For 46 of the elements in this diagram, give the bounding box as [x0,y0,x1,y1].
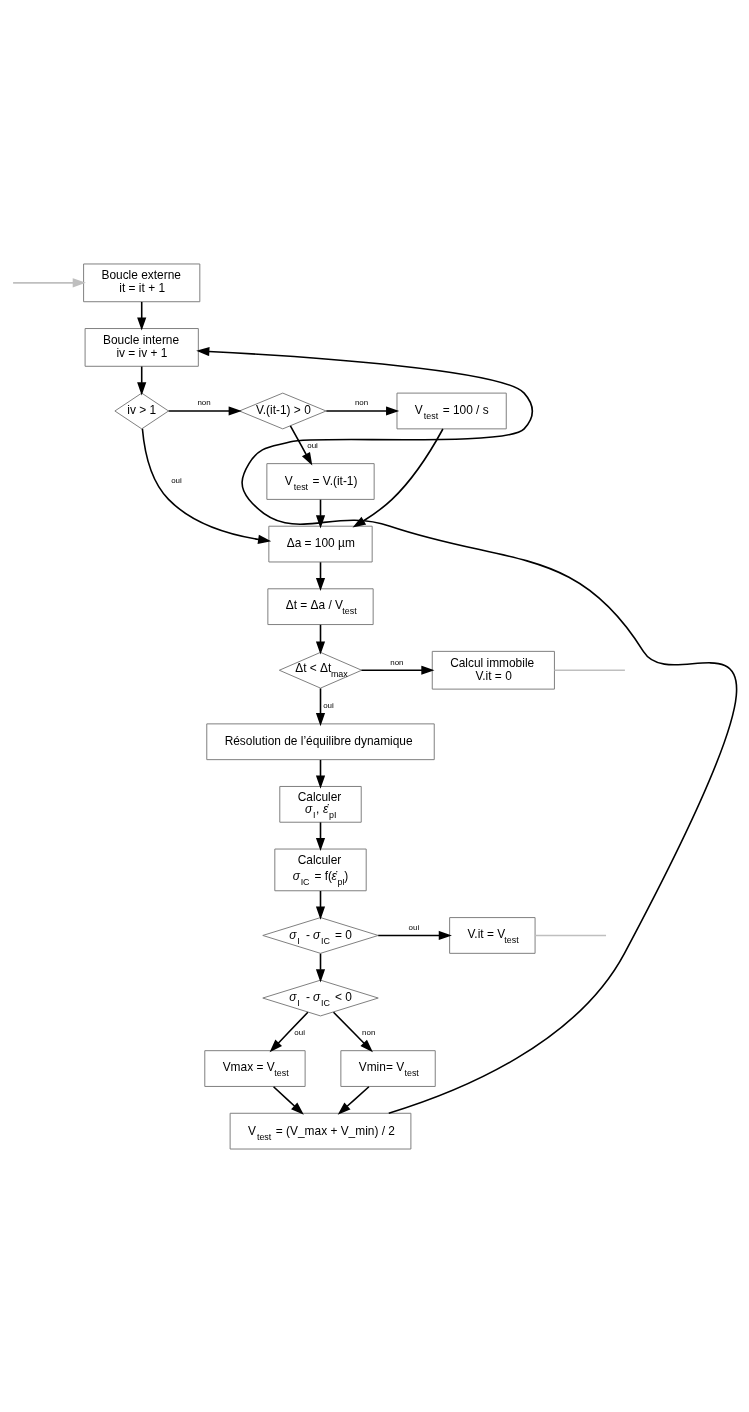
edge-label: non [362,1027,376,1037]
node-box: V$_{test}$ = (V_max + V_min) / 2 [229,1112,412,1150]
node-box: Résolution de l’équilibre dynamique [206,722,435,760]
arrow [141,427,272,544]
node-box: V$_{test}$ = 100 / s [396,392,507,429]
node-diamond: iv > 1 [114,392,170,429]
arrow [137,365,147,395]
arrow [377,930,452,940]
edge-label: non [354,397,369,407]
arrow [137,300,147,331]
arrow [289,424,313,466]
node-diamond: σ$_{I}$ - σ$_{IC}$ = 0 [262,916,379,954]
node-box: Calculer σ$_{IC}$ = f(ε̇$_{pI}$) [274,848,367,891]
node-box: Δt = Δa / V$_{test}$ [267,587,374,625]
arrow [352,427,444,527]
arrow [337,1085,370,1115]
arrow [12,277,86,287]
arrow [325,405,400,416]
arrow [315,687,326,726]
edge-label: oui [171,475,182,485]
edge-label: oui [323,700,334,710]
connector [553,668,626,671]
node-box: Boucle externe it = it + 1 [83,262,201,302]
arrow [332,1010,373,1052]
edge-label: non [197,397,211,407]
arrow [272,1085,304,1115]
node-box: Vmin= V$_{test}$ [340,1049,436,1087]
arrow [196,346,737,1114]
node-diamond: V.(it-1) > 0 [238,392,327,429]
edge-label: oui [408,922,420,932]
node-box: Calcul immobile V.it = 0 [431,650,555,690]
node-diamond: σ$_{I}$ - σ$_{IC}$ < 0 [262,979,379,1016]
connector [534,934,607,936]
node-box: Δa = 100 µm [268,525,373,562]
arrow [269,1010,309,1052]
edge-label: non [390,657,404,667]
node-box: Boucle interne iv = iv + 1 [84,327,199,367]
node-box: V$_{test}$ = V.(it-1) [266,462,375,500]
node-box: V.it = V$_{test}$ [449,916,536,954]
node-diamond: Δt < Δt$_{max}$ [278,651,363,689]
edge-label: oui [294,1027,305,1037]
arrow [167,405,242,416]
node-box: Calculer σ$_{I}$, ε̇$_{pI}$ [279,785,362,823]
edge-label: oui [307,440,318,450]
node-box: Vmax = V$_{test}$ [204,1049,306,1087]
arrow [360,665,435,675]
